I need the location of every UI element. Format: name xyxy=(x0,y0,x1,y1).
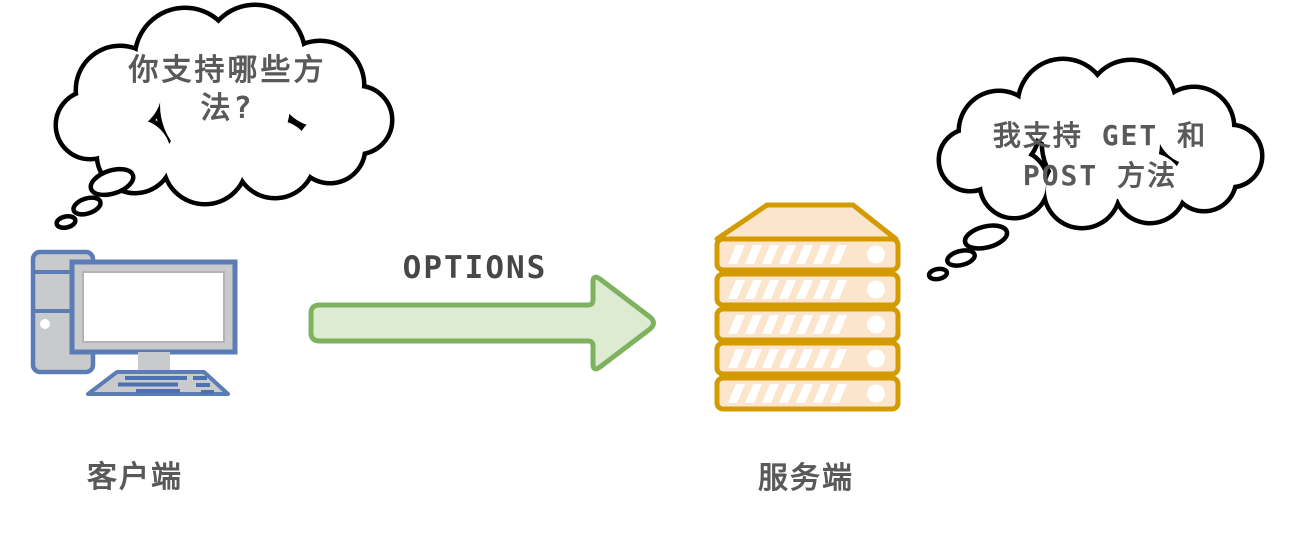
server-thought-line-2: POST 方法 xyxy=(1022,159,1178,192)
server-label: 服务端 xyxy=(758,461,854,496)
server-thought-trail-dots xyxy=(926,223,1010,282)
client-thought-trail-dots xyxy=(54,166,136,230)
server-thought-line-1: 我支持 GET 和 xyxy=(992,119,1208,152)
server-thought-text: 我支持 GET 和 POST 方法 xyxy=(935,116,1265,196)
client-label: 客户端 xyxy=(87,460,183,495)
server-top xyxy=(714,202,899,242)
right-block-arrow xyxy=(308,274,656,372)
client-thought-text: 你支持哪些方 法? xyxy=(60,52,395,128)
monitor-screen xyxy=(82,271,225,343)
client-thought-line-1: 你支持哪些方 xyxy=(128,53,327,88)
desktop-computer-icon xyxy=(30,249,238,396)
tower-power-button xyxy=(40,319,50,329)
client-thought-line-2: 法? xyxy=(200,91,255,126)
server-thought-bubble xyxy=(926,61,1260,282)
server-stack-icon xyxy=(714,202,899,409)
client-thought-bubble xyxy=(54,7,390,230)
monitor-stand xyxy=(138,352,170,374)
keyboard-keys xyxy=(118,376,214,394)
options-request-label: OPTIONS xyxy=(402,250,548,286)
